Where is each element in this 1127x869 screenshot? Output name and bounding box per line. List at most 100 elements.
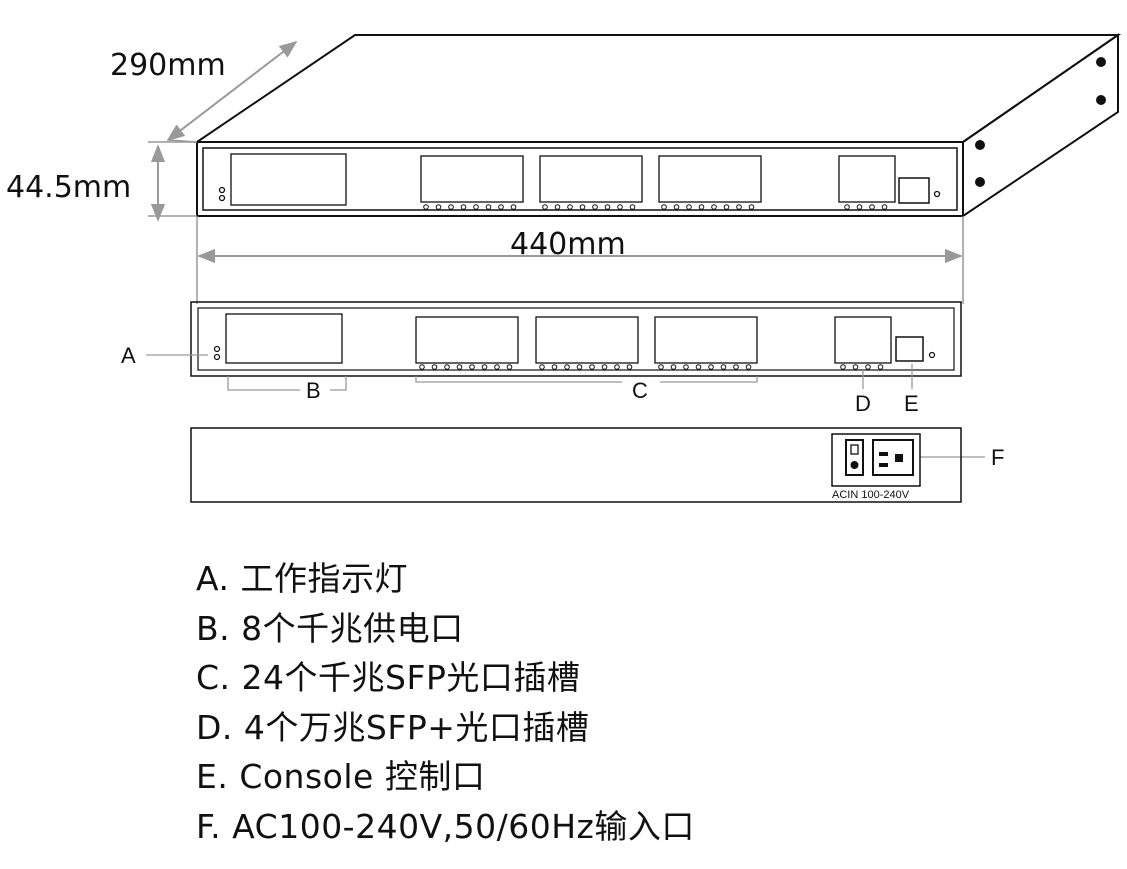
port-led [661,204,667,210]
rack-hole [975,177,985,187]
poe-port-block [225,313,343,364]
port-led [708,364,714,370]
port-led [481,364,488,370]
port-led [589,364,595,370]
port-led [485,204,492,210]
front-bezel [202,147,958,211]
port-led [435,204,442,210]
port-led [448,204,454,210]
port-led [617,204,623,210]
front-panel-frame [190,301,962,377]
legend-item-b: B. 8个千兆供电口 [196,608,464,648]
port-led [673,204,680,210]
port-led [431,364,438,370]
reset-hole [928,351,936,359]
port-led [686,204,692,210]
port-led [579,204,586,210]
power-module [831,433,921,487]
port-led [551,364,558,370]
power-switch-dot [850,461,859,469]
sfp-slot-block [415,316,519,364]
port-led [670,364,677,370]
port-led [733,364,739,370]
depth-dimension-line [166,40,298,142]
port-led [539,364,545,370]
rack-ear-holes [975,57,1106,187]
port-led [626,364,633,370]
callout-b: B [306,378,321,403]
port-led [601,364,608,370]
port-led [695,364,702,370]
port-led [658,364,664,370]
port-led [840,364,846,370]
rear-panel [190,427,962,503]
front-ports-3d [218,153,941,206]
port-led [683,364,689,370]
legend-item-a: A. 工作指示灯 [196,559,408,598]
port-led [748,204,755,210]
legend-item-d: D. 4个万兆SFP+光口插槽 [196,707,590,747]
front-leds-3d [423,204,888,210]
port-led [852,364,859,370]
legend-item-f: F. AC100-240V,50/60Hz输入口 [196,806,695,846]
chassis-3d [193,33,1122,218]
status-led [213,353,221,361]
rack-hole [975,140,985,150]
legend-item-e: E. Console 控制口 [196,757,486,796]
port-led [542,204,548,210]
port-led [469,364,475,370]
front-panel [190,301,962,377]
port-led [629,204,636,210]
height-label: 44.5mm [6,170,131,205]
port-led [510,204,517,210]
port-led [865,364,871,370]
callout-f: F [991,445,1004,470]
port-led [506,364,513,370]
port-led [576,364,583,370]
port-led [745,364,752,370]
rack-hole [1096,57,1106,67]
port-led [604,204,611,210]
port-led [498,204,504,210]
sfp-slot-block [535,316,639,364]
port-led [877,364,884,370]
callout-c: C [632,378,648,403]
port-led [723,204,730,210]
callout-lines [146,354,985,458]
callout-a: A [121,343,136,368]
port-led [423,204,429,210]
port-led [494,364,500,370]
port-led [711,204,717,210]
port-led [554,204,561,210]
chassis-side-face [962,33,1119,218]
front-leds [419,364,884,370]
port-led [736,204,742,210]
port-led [592,204,598,210]
port-led [460,204,467,210]
ac-inlet-pins [879,452,903,467]
port-led [869,204,875,210]
rear-panel-frame [190,427,962,503]
port-led [456,364,463,370]
port-led [444,364,450,370]
port-led [856,204,863,210]
port-led [564,364,570,370]
switch-diagram: 290mm 44.5mm 440mm A B C D E F [6,33,1122,503]
legend-item-c: C. 24个千兆SFP光口插槽 [196,658,581,697]
chassis-top-face [193,34,1122,143]
callout-d: D [855,391,871,416]
width-label: 440mm [510,227,626,262]
front-panel-bezel [197,307,955,371]
sfp-slot-block [654,316,758,364]
callout-e: E [904,391,919,416]
port-led [720,364,727,370]
depth-label: 290mm [110,48,226,83]
power-rating-label: ACIN 100-240V [832,489,910,501]
status-led [213,345,221,353]
console-port [895,336,924,362]
power-switch-rocker [850,444,859,455]
port-led [614,364,620,370]
power-switch [845,439,864,476]
port-led [567,204,573,210]
legend-list: A. 工作指示灯 B. 8个千兆供电口 C. 24个千兆SFP光口插槽 D. 4… [196,554,695,851]
